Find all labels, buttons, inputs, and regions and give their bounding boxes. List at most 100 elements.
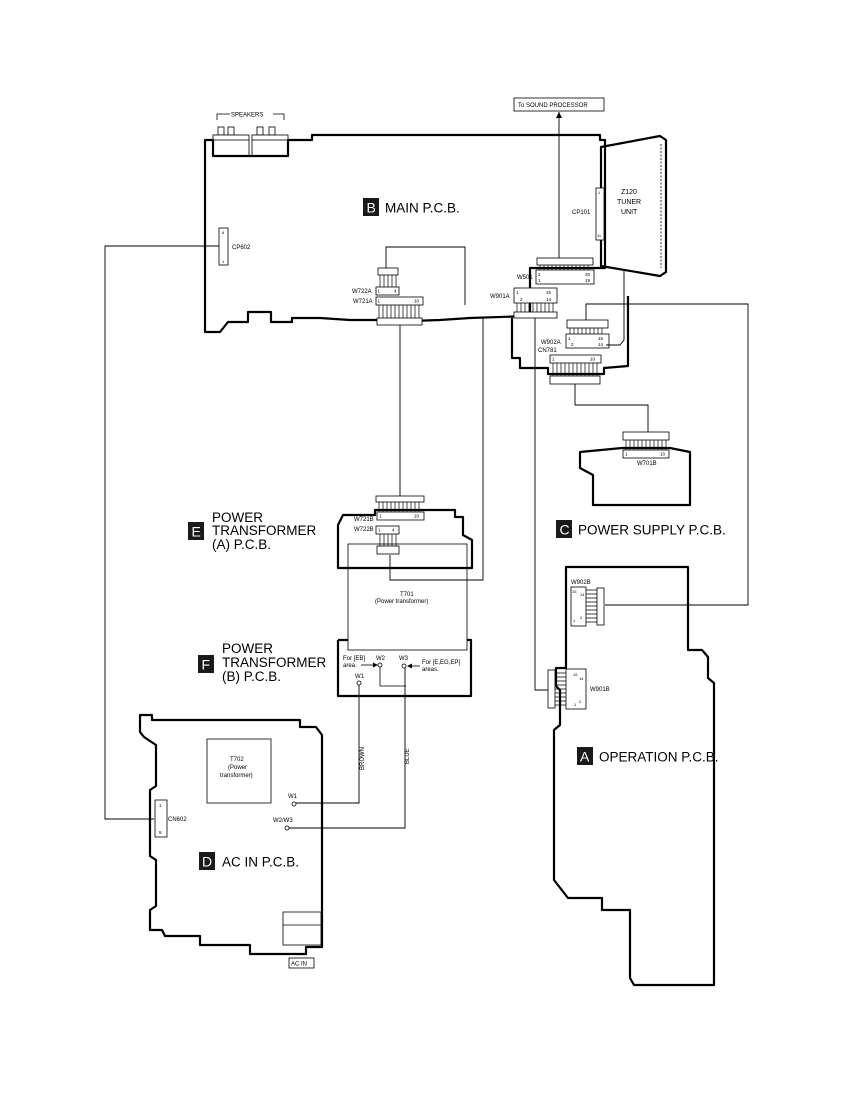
transformer-b-title-2: TRANSFORMER [222, 655, 327, 670]
cn781-num-10: 10 [590, 357, 596, 362]
w722a-label: W722A [352, 289, 372, 295]
ac-in-badge [199, 852, 215, 870]
transformer-b-title-1: POWER [222, 641, 273, 656]
speakers-group: SPEAKERS [212, 113, 289, 156]
for-e-label-1: For [E,EG,EP] [422, 660, 460, 666]
cn781-connector [549, 354, 602, 364]
w901b-num-1: 1 [574, 702, 577, 707]
for-e-label-2: areas. [422, 667, 439, 673]
operation-letter: A [580, 749, 590, 765]
w1-terminal [356, 680, 362, 686]
interconnect-wires [104, 245, 749, 820]
w902b-connector [570, 586, 587, 627]
transformer-b-badge [198, 655, 214, 673]
power-supply-upper-outline [510, 296, 630, 376]
w902b-num-2: 2 [580, 615, 583, 620]
w901a-num-14: 14 [546, 297, 552, 302]
w901b-label: W901B [590, 687, 610, 693]
sound-processor-label: To SOUND PROCESSOR [518, 103, 588, 109]
transformer-b-letter: F [202, 657, 211, 673]
cn602-label: CN602 [168, 817, 187, 823]
w722a-num-2: 4 [394, 289, 397, 294]
power-supply-title: POWER SUPPLY P.C.B. [578, 523, 726, 538]
operation-title: OPERATION P.C.B. [599, 750, 719, 765]
w902a-label: W902A [541, 340, 561, 346]
cp101-num-bottom: 11 [597, 233, 602, 238]
ac-w2w3-terminal [284, 825, 290, 831]
t702-label-3: transformer) [220, 773, 253, 779]
transformer-b-title-3: (B) P.C.B. [222, 669, 281, 684]
power-supply-letter: C [560, 522, 570, 538]
w901a-connector: 1 15 2 14 W901A [490, 287, 558, 319]
w901a-label: W901A [490, 294, 510, 300]
w721a-label: W721A [353, 299, 373, 305]
w721a-num-1: 1 [378, 299, 381, 304]
tuner-label-1: Z120 [621, 189, 637, 196]
transformer-a-title-1: POWER [212, 510, 263, 525]
w722b-label: W722B [354, 527, 374, 533]
ac-in-pcb: T702 (Power transformer) W1 W2/W3 1 8 CN… [138, 713, 324, 969]
transformer-b-outline [336, 638, 473, 698]
transformer-b-pcb: For [EB] area. W2 W3 For [E,EG,EP] areas… [198, 638, 473, 698]
transformer-a-letter: E [192, 524, 201, 540]
blue-wire-label: BLUE [405, 748, 411, 764]
w501-label: W501 [517, 275, 533, 281]
operation-outline [552, 565, 716, 987]
ac-in-socket [282, 911, 322, 946]
w721a-connector: 1 10 W721A [353, 296, 424, 326]
ac-in-label-box [288, 957, 315, 969]
tuner-label-3: UNIT [621, 209, 638, 216]
w3-terminal [401, 663, 407, 669]
w501-num-2: 2 [538, 272, 541, 277]
ac-in-outline [138, 713, 324, 956]
power-supply-pcb: 1 15 2 14 W902A CN781 1 10 1 10 W701B C … [510, 270, 726, 538]
cp101-label: CP101 [572, 210, 591, 216]
ac-in-title: AC IN P.C.B. [222, 855, 299, 870]
transformer-a-badge [188, 522, 204, 540]
main-pcb: B MAIN P.C.B. 8 1 CP602 [203, 133, 607, 334]
power-supply-badge [556, 520, 572, 538]
tuner-outline [599, 134, 668, 278]
w2-terminal [377, 662, 383, 668]
w701b-label: W701B [637, 461, 657, 467]
w901a-num-2: 2 [520, 297, 523, 302]
w501-num-20: 20 [585, 272, 591, 277]
ac-w1-terminal [291, 801, 297, 807]
cn602-connector [154, 799, 168, 838]
transformer-a-outline [336, 508, 474, 570]
w722a-num-1: 1 [378, 289, 381, 294]
w902a-num-1: 1 [568, 336, 571, 341]
w1-label: W1 [355, 674, 365, 680]
w721b-num-1: 1 [379, 514, 382, 519]
w902a-num-15: 15 [598, 336, 604, 341]
w701b-connector [622, 449, 670, 459]
tuner-label-2: TUNER [617, 199, 641, 206]
w901a-num-1: 1 [516, 290, 519, 295]
w722b-connector [375, 525, 400, 535]
main-pcb-letter: B [367, 200, 376, 216]
speakers-label: SPEAKERS [231, 113, 263, 119]
w722a-connector: 1 4 W722A [352, 267, 400, 296]
w902a-num-14: 14 [598, 342, 604, 347]
main-pcb-badge [363, 198, 379, 216]
operation-pcb: W902B 15 14 2 1 15 14 2 1 W901B A OPERAT… [547, 565, 719, 987]
w901b-num-14: 14 [579, 676, 584, 681]
sound-processor-link: To SOUND PROCESSOR [513, 97, 605, 258]
w722b-num-4: 4 [392, 528, 395, 533]
ac-in-label: AC IN [291, 962, 307, 968]
cp602-num-bottom: 1 [222, 259, 225, 264]
t701-body [347, 543, 468, 651]
w501-num-19: 19 [585, 278, 591, 283]
cn781-num-1: 1 [552, 357, 555, 362]
cn781-label: CN781 [538, 348, 557, 354]
speaker-connector-right [251, 134, 289, 141]
speaker-connector-left [212, 134, 250, 141]
w902a-top [566, 319, 609, 329]
w901b-num-15: 15 [573, 672, 578, 677]
w2-label: W2 [376, 656, 386, 662]
cp101-num-top: 1 [598, 190, 601, 195]
w701b-num-1: 1 [625, 452, 628, 457]
t701-transformer: T701 (Power transformer) [347, 543, 468, 651]
ac-w1-label: W1 [288, 794, 298, 800]
